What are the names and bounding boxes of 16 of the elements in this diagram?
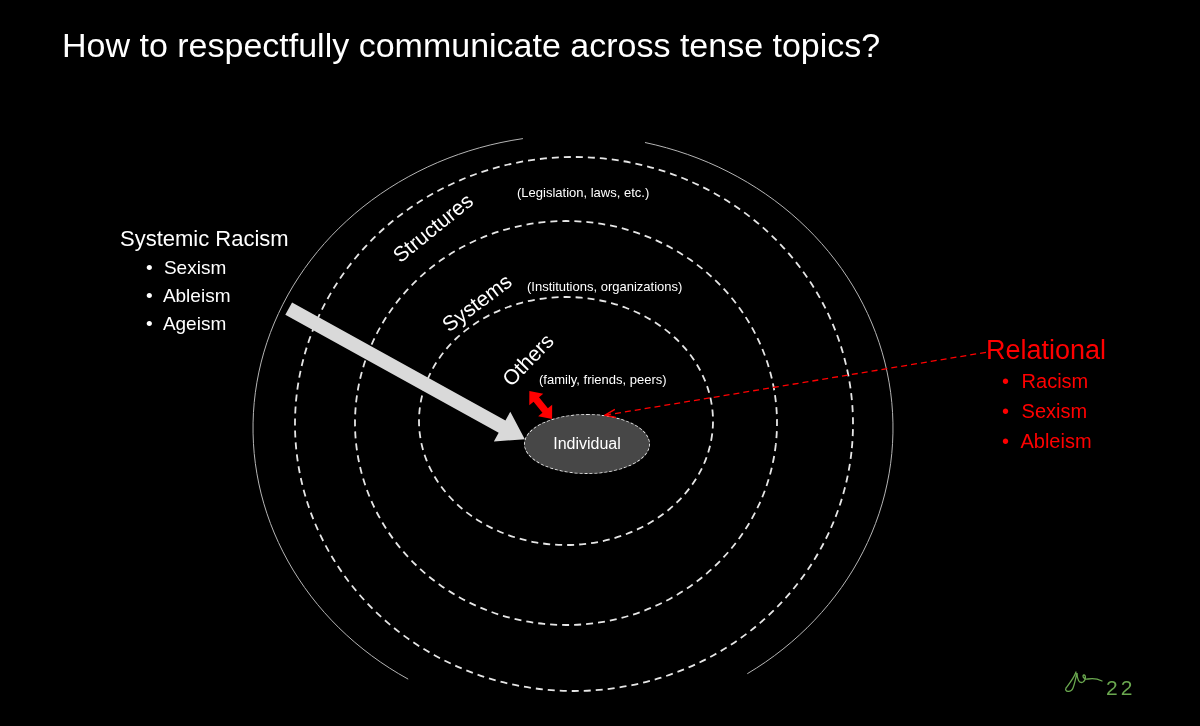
block-arrow (285, 302, 525, 442)
list-item: • Ageism (146, 312, 227, 336)
signature-date: 22 (1106, 676, 1136, 700)
list-item: • Ableism (1002, 429, 1092, 454)
dashed-arrow (604, 351, 987, 419)
list-heading: Systemic Racism (120, 225, 289, 253)
list-item: • Sexism (1002, 399, 1088, 424)
list-heading: Relational (986, 334, 1107, 366)
ring-caption: (Institutions, organizations) (527, 279, 683, 295)
block-arrow (529, 391, 553, 420)
ring-caption: (Legislation, laws, etc.) (517, 185, 650, 201)
list-item: • Sexism (146, 256, 227, 280)
list-item: • Racism (1002, 369, 1089, 394)
list-item: • Ableism (146, 284, 231, 308)
title: How to respectfully communicate across tense topics? (62, 25, 881, 65)
node-label: Individual (553, 434, 621, 454)
